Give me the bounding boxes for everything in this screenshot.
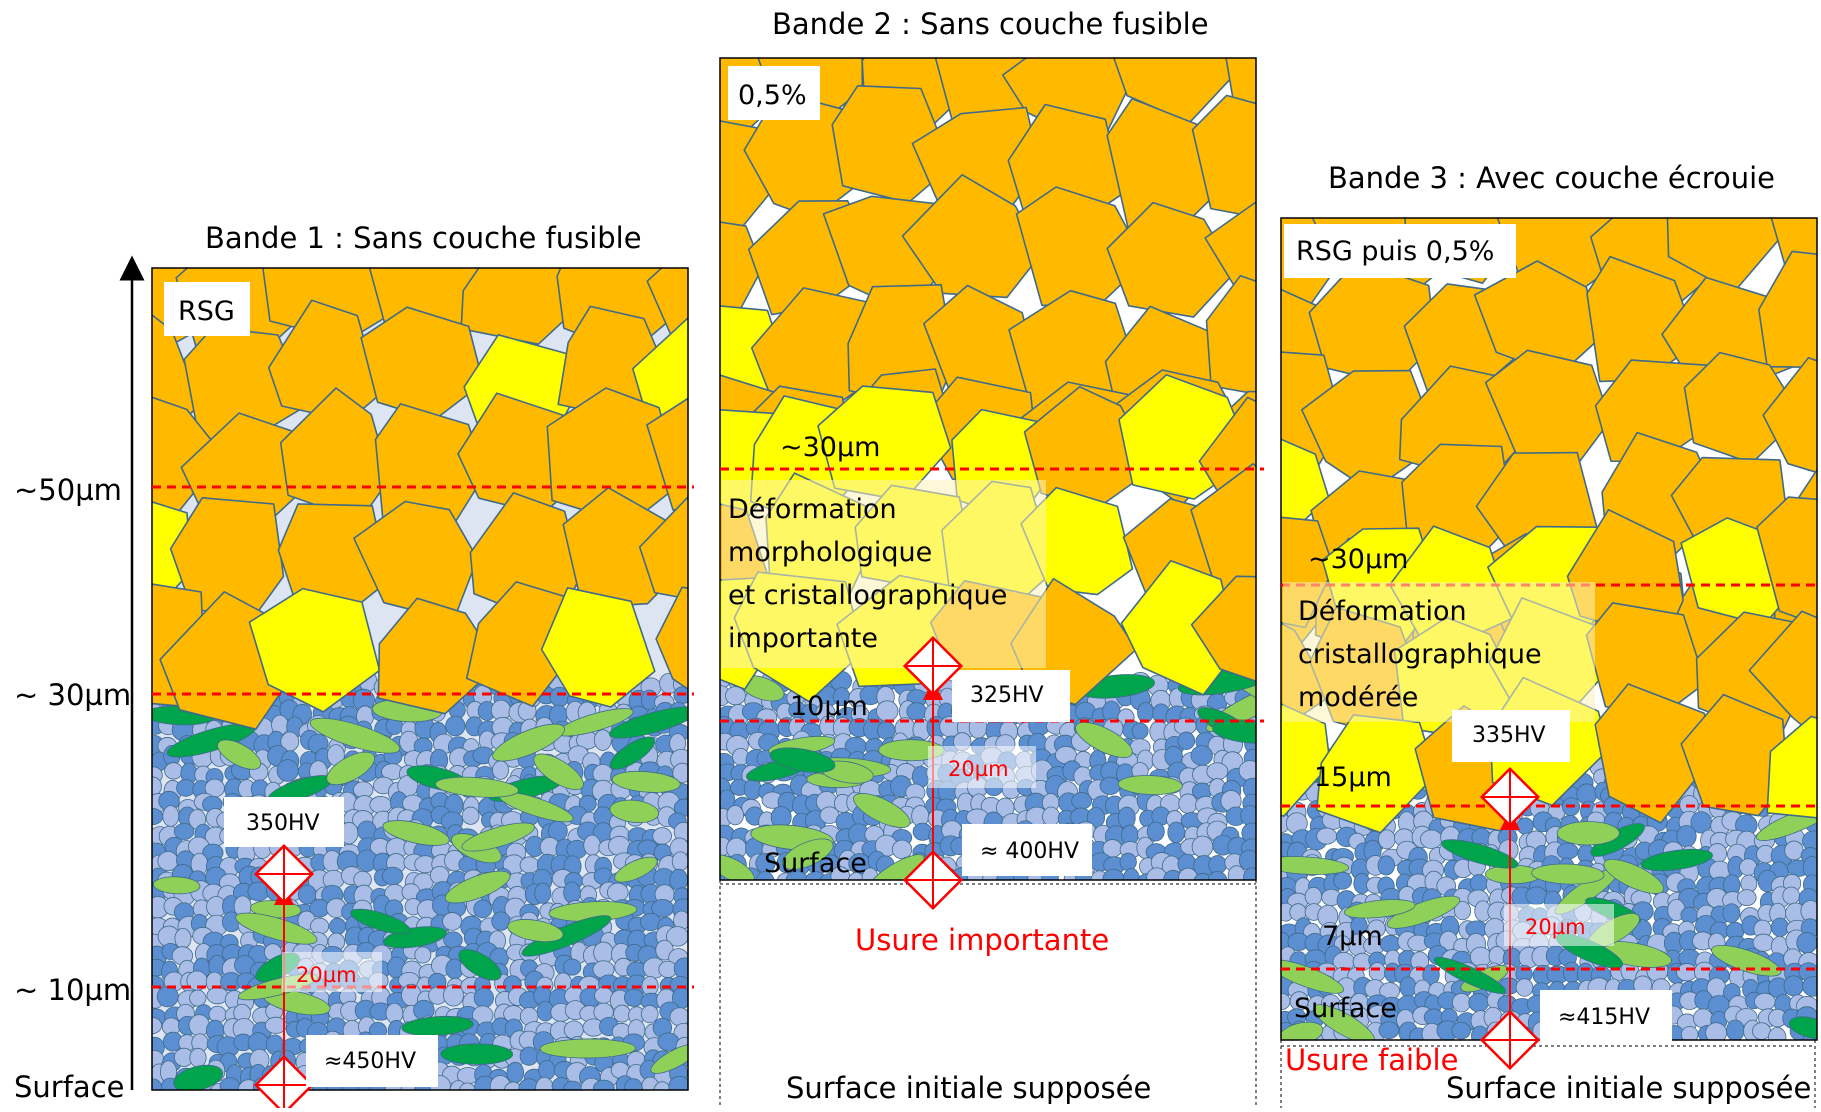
band1-coarse-grains — [152, 268, 688, 731]
band2-indent-bottom — [902, 849, 964, 911]
band2-deformation-line3: et cristallographique — [728, 580, 1007, 611]
band3-hardness-top-box — [1452, 710, 1570, 762]
band2-hardness-bottom: ≈ 400HV — [980, 839, 1079, 864]
band3-depth-7um: 7µm — [1322, 921, 1383, 952]
band1-indent-top — [253, 843, 315, 905]
band3-deformation-line2: cristallographique — [1298, 639, 1542, 670]
band2-indent-top — [902, 635, 964, 697]
band2: Bande 2 : Sans couche fusible 0,5% ~30µm… — [719, 7, 1264, 1108]
band2-deformation-line1: Déformation — [728, 494, 897, 525]
band2-deformation-line2: morphologique — [728, 537, 932, 568]
band1-microstructure — [152, 268, 688, 1090]
band1-tag-box — [164, 282, 250, 336]
band3-indent-bottom — [1479, 1009, 1541, 1071]
band3-indent-top — [1479, 766, 1541, 828]
axis-label-30um: ~ 30µm — [14, 678, 131, 712]
band2-distance: 20µm — [948, 757, 1009, 781]
band3-tag-box — [1284, 224, 1516, 278]
band3-wear: Usure faible — [1285, 1043, 1458, 1077]
band1-hardness-top-box — [224, 797, 344, 847]
band2-initial-surface: Surface initiale supposée — [786, 1071, 1151, 1105]
band2-hardness-top: 325HV — [970, 683, 1044, 708]
band3-hardness-top: 335HV — [1472, 723, 1546, 748]
axis-label-10um: ~ 10µm — [14, 973, 131, 1007]
band2-tag: 0,5% — [738, 80, 807, 111]
band2-tag-box — [728, 66, 820, 120]
band1-distance: 20µm — [296, 963, 357, 987]
band2-title: Bande 2 : Sans couche fusible — [772, 7, 1209, 41]
band2-depth-30um: ~30µm — [780, 432, 880, 463]
band1-hardness-bottom-box — [306, 1035, 438, 1087]
band3-deformation-line1: Déformation — [1298, 596, 1467, 627]
band3: Bande 3 : Avec couche écrouie RSG puis 0… — [1280, 161, 1821, 1108]
axis-label-50um: ~50µm — [14, 473, 122, 507]
band1: Bande 1 : Sans couche fusible RSG 350HV … — [151, 221, 694, 1112]
band2-surface: Surface — [764, 848, 867, 879]
band1-hardness-top: 350HV — [246, 811, 320, 836]
band2-deformation-box — [722, 480, 1046, 668]
band2-hardness-top-box — [952, 670, 1070, 722]
band1-indent-bottom — [253, 1054, 315, 1112]
band1-hardness-bottom: ≈450HV — [324, 1049, 416, 1074]
band3-surface: Surface — [1294, 993, 1397, 1024]
band2-wear: Usure importante — [855, 923, 1109, 957]
band3-title: Bande 3 : Avec couche écrouie — [1328, 161, 1775, 195]
band3-depth-15um: 15µm — [1314, 762, 1392, 793]
band3-deformation-line3: modérée — [1298, 682, 1418, 713]
band3-initial-surface: Surface initiale supposée — [1446, 1071, 1811, 1105]
band3-tag: RSG puis 0,5% — [1296, 236, 1494, 267]
band1-frame — [151, 267, 689, 1091]
band1-tag: RSG — [178, 296, 235, 327]
axis-label-surface: Surface — [14, 1070, 124, 1104]
band2-deformation-line4: importante — [728, 623, 878, 654]
band1-title: Bande 1 : Sans couche fusible — [205, 221, 642, 255]
band3-distance: 20µm — [1525, 915, 1586, 939]
band1-fine-grains — [152, 669, 688, 1090]
band3-hardness-bottom-box — [1540, 990, 1672, 1042]
depth-axis: ~50µm ~ 30µm ~ 10µm Surface — [14, 255, 145, 1104]
band2-hardness-bottom-box — [962, 824, 1092, 876]
band2-depth-10um: 10µm — [790, 691, 868, 722]
band3-deformation-box — [1283, 582, 1595, 722]
band3-depth-30um: ~30µm — [1308, 544, 1408, 575]
band3-hardness-bottom: ≈415HV — [1558, 1005, 1650, 1030]
